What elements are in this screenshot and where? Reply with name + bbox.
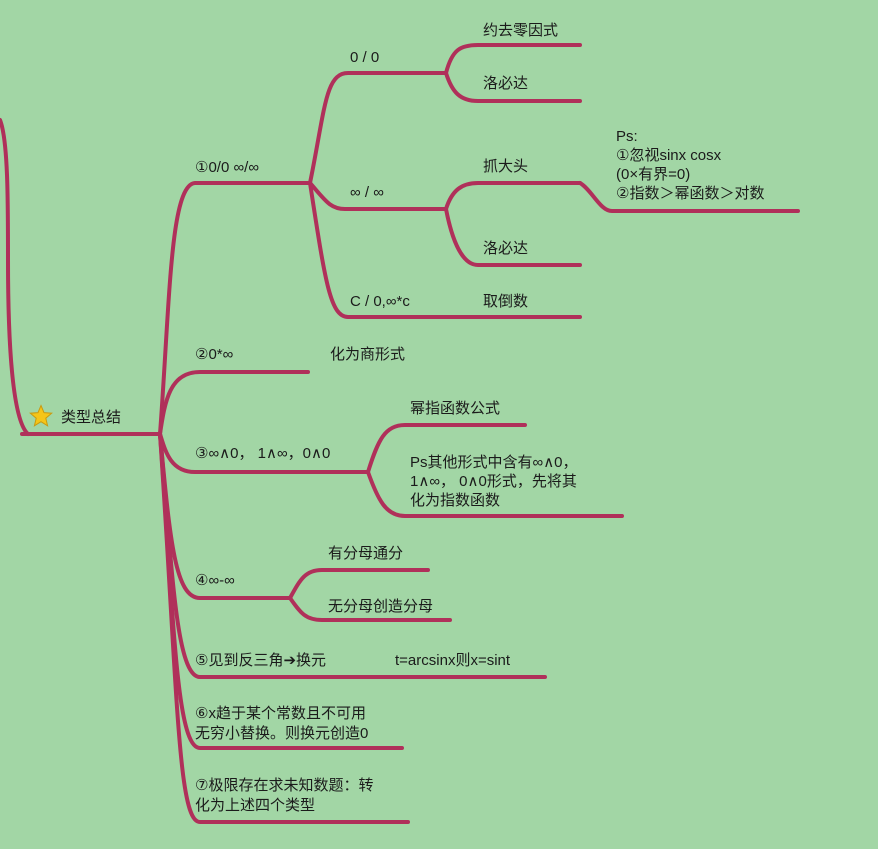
zero-over-zero-label: 0 / 0 [350,49,380,66]
type6-line-1: ⑥x趋于某个常数且不可用 [195,705,366,722]
branch-type3-a [366,423,527,474]
dominant-term-label: 抓大头 [483,158,529,175]
ps-note-title: Ps: [616,128,638,145]
ps-note-line-2: (0×有界=0) [616,166,691,183]
type3-note-line-2: 1∧∞， 0∧0形式，先将其 [410,473,577,490]
quotient-form-label: 化为商形式 [330,346,406,363]
branch-type3-b [366,470,624,518]
branch-inf [308,181,448,211]
type3-note-line-1: Ps其他形式中含有∞∧0， [410,454,578,471]
branch-inf-b [444,207,582,267]
branch-type7 [158,432,410,824]
branch-type2 [158,370,310,436]
branch-type4-a [288,568,430,600]
type3-note-line-3: 化为指数函数 [410,492,501,509]
arcsin-substitution-label: t=arcsinx则x=sint [395,652,511,669]
reciprocal-label: 取倒数 [483,293,529,310]
lhopital-label-2: 洛必达 [483,240,529,257]
star-icon [29,404,53,427]
ps-note-line-1: ①忽视sinx cosx [616,147,722,164]
branch-inf-a [444,181,582,211]
cancel-zero-factor-label: 约去零因式 [483,22,559,39]
type4-label: ④∞-∞ [195,572,235,589]
type3-label: ③∞∧0， 1∧∞，0∧0 [195,445,331,462]
branch-00 [308,71,448,185]
ps-note-line-3: ②指数＞幂函数＞对数 [616,185,765,202]
inf-over-inf-label: ∞ / ∞ [350,184,384,201]
branch-ps [578,181,800,213]
branch-00-b [444,71,582,103]
branch-c0 [308,181,582,319]
c-over-zero-label: C / 0,∞*c [350,293,410,310]
type7-line-2: 化为上述四个类型 [195,797,316,814]
branch-type4-b [288,596,452,622]
branch-type1 [158,181,312,436]
create-denominator-label: 无分母创造分母 [328,598,434,615]
root-incoming-line [0,118,30,436]
root-label: 类型总结 [61,409,122,426]
type5-label: ⑤见到反三角➔换元 [195,652,327,669]
branch-00-a [444,43,582,75]
common-denominator-label: 有分母通分 [328,545,404,562]
branch-type6 [158,432,404,750]
type7-line-1: ⑦极限存在求未知数题：转 [195,777,374,794]
type6-line-2: 无穷小替换。则换元创造0 [195,725,369,742]
type2-label: ②0*∞ [195,346,234,363]
lhopital-label-1: 洛必达 [483,75,529,92]
type1-label: ①0/0 ∞/∞ [195,159,260,176]
power-exp-formula-label: 幂指函数公式 [410,400,501,417]
